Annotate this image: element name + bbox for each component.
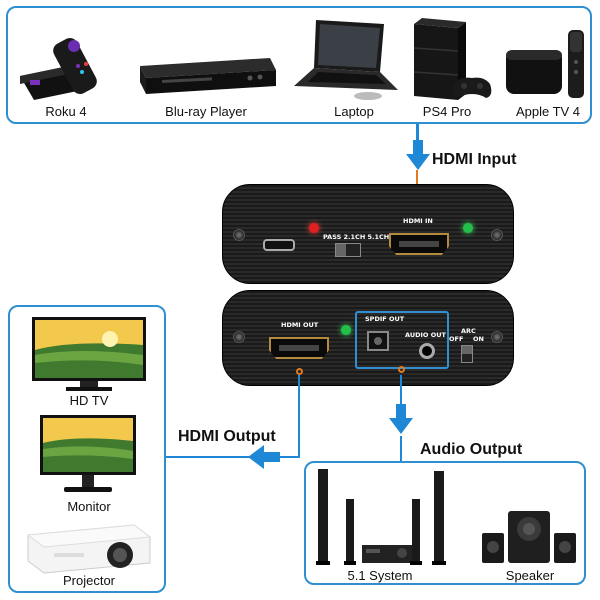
- device-label-roku: Roku 4: [45, 104, 87, 119]
- hdmi-out-port: [269, 337, 329, 359]
- arc-switch[interactable]: [461, 345, 473, 363]
- audio-output-line: [400, 375, 402, 407]
- hdmi-output-arrow: [248, 444, 280, 475]
- laptop-image: [288, 16, 400, 104]
- extractor-top-panel: PASS 2.1CH 5.1CH HDMI IN: [222, 184, 514, 284]
- device-label-projector: Projector: [62, 573, 116, 588]
- input-devices-panel: Roku 4 Blu-ray Player Laptop: [6, 6, 592, 124]
- blu-ray-player-image: [132, 50, 278, 96]
- device-label-blu-ray: Blu-ray Player: [165, 104, 247, 119]
- extractor-bottom-panel: HDMI OUT SPDIF OUT AUDIO OUT ARC OFF ON: [222, 290, 514, 386]
- screw-left: [233, 229, 245, 241]
- hdmi-input-arrow: [404, 140, 432, 177]
- device-label-monitor: Monitor: [67, 499, 111, 514]
- audio-output-line-2: [400, 436, 402, 462]
- audio-devices-panel: 5.1 System Speaker: [304, 461, 586, 585]
- hdmi-out-label: HDMI OUT: [281, 321, 319, 329]
- audio-jack-port: [419, 343, 435, 359]
- roku-device-image: [16, 36, 126, 100]
- spdif-out-label: SPDIF OUT: [365, 315, 405, 323]
- screw-right: [491, 229, 503, 241]
- device-label-laptop: Laptop: [334, 104, 374, 119]
- surround-system-image: [310, 465, 470, 567]
- hdmi-out-connector-dot: [296, 368, 303, 375]
- hdmi-in-port: [389, 233, 449, 255]
- device-label-hd-tv: HD TV: [69, 393, 109, 408]
- spdif-port: [367, 331, 389, 351]
- audio-output-arrow: [387, 404, 415, 441]
- device-label-ps4-pro: PS4 Pro: [422, 104, 472, 119]
- projector-image: [24, 517, 152, 575]
- arc-label: ARC: [461, 327, 476, 335]
- hdmi-input-label: HDMI Input: [432, 151, 517, 168]
- audio-output-label: Audio Output: [420, 441, 523, 458]
- arc-on-label: ON: [473, 335, 484, 343]
- input-connector-line: [416, 124, 419, 142]
- device-label-speaker: Speaker: [505, 568, 555, 583]
- speaker-image: [478, 507, 582, 567]
- switch-label: PASS 2.1CH 5.1CH: [323, 233, 390, 241]
- apple-tv-image: [500, 26, 590, 102]
- input-connector-line-2: [416, 170, 418, 192]
- green-led-icon: [463, 223, 473, 233]
- channel-switch[interactable]: [335, 243, 361, 257]
- arc-off-label: OFF: [449, 335, 464, 343]
- hdmi-output-line-horizontal: [272, 456, 300, 458]
- device-label-apple-tv: Apple TV 4: [515, 104, 581, 119]
- hdmi-in-label: HDMI IN: [403, 217, 433, 225]
- audio-out-label: AUDIO OUT: [405, 331, 446, 339]
- hdmi-output-line-vertical: [298, 375, 300, 457]
- audio-out-connector-dot: [398, 366, 405, 373]
- monitor-image: [36, 413, 140, 495]
- green-led-bottom-icon: [341, 325, 351, 335]
- output-displays-panel: HD TV Monitor Projector: [8, 305, 166, 593]
- hdmi-output-line-to-panel: [166, 456, 250, 458]
- ps4-pro-image: [408, 18, 494, 102]
- red-led-icon: [309, 223, 319, 233]
- screw-left-bottom: [233, 331, 245, 343]
- device-label-5-1-system: 5.1 System: [347, 568, 413, 583]
- hd-tv-image: [30, 315, 148, 393]
- screw-right-bottom: [491, 331, 503, 343]
- hdmi-output-label: HDMI Output: [178, 428, 276, 445]
- micro-usb-port: [263, 239, 295, 251]
